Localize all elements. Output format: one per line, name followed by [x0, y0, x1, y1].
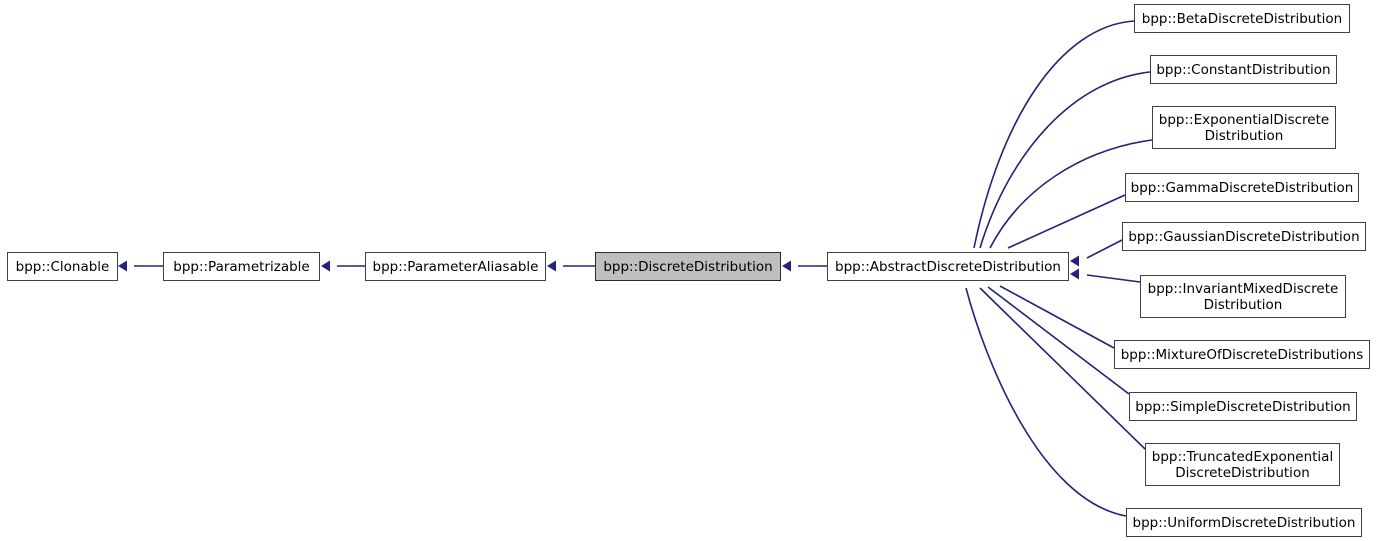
arrowhead-icon	[547, 260, 556, 272]
class-node-truncated[interactable]: bpp::TruncatedExponential DiscreteDistri…	[1145, 443, 1340, 486]
class-node-label: bpp::ExponentialDiscrete Distribution	[1158, 111, 1330, 144]
edge-simple-to-abstractdd	[987, 286, 1130, 395]
edge-gamma-to-abstractdd	[1007, 194, 1126, 249]
class-node-constant[interactable]: bpp::ConstantDistribution	[1150, 55, 1337, 84]
class-node-label: bpp::MixtureOfDiscreteDistributions	[1120, 346, 1364, 363]
class-node-uniform[interactable]: bpp::UniformDiscreteDistribution	[1126, 508, 1362, 537]
class-node-exponential[interactable]: bpp::ExponentialDiscrete Distribution	[1152, 106, 1336, 149]
class-node-label: bpp::SimpleDiscreteDistribution	[1135, 398, 1351, 415]
class-node-discretedist[interactable]: bpp::DiscreteDistribution	[595, 252, 781, 281]
class-node-beta[interactable]: bpp::BetaDiscreteDistribution	[1134, 4, 1350, 33]
edge-mixture-to-abstractdd	[999, 285, 1115, 349]
arrowhead-icon	[1070, 255, 1079, 267]
class-node-label: bpp::ConstantDistribution	[1156, 61, 1331, 78]
class-node-label: bpp::TruncatedExponential DiscreteDistri…	[1151, 448, 1334, 481]
class-node-label: bpp::DiscreteDistribution	[603, 258, 773, 275]
class-node-label: bpp::BetaDiscreteDistribution	[1141, 10, 1343, 27]
edge-gaussian-to-abstractdd	[1086, 239, 1123, 259]
class-node-clonable[interactable]: bpp::Clonable	[7, 252, 118, 281]
arrowhead-icon	[782, 260, 791, 272]
class-node-label: bpp::GammaDiscreteDistribution	[1130, 179, 1354, 196]
class-node-abstractdd[interactable]: bpp::AbstractDiscreteDistribution	[827, 252, 1069, 281]
class-node-gamma[interactable]: bpp::GammaDiscreteDistribution	[1125, 173, 1359, 202]
edge-beta-to-abstractdd	[973, 20, 1135, 249]
edge-uniform-to-abstractdd	[965, 287, 1127, 517]
class-node-mixture[interactable]: bpp::MixtureOfDiscreteDistributions	[1114, 340, 1370, 369]
class-node-label: bpp::Parametrizable	[173, 258, 310, 275]
class-node-simple[interactable]: bpp::SimpleDiscreteDistribution	[1129, 392, 1357, 421]
arrowhead-icon	[118, 260, 127, 272]
class-node-label: bpp::UniformDiscreteDistribution	[1132, 514, 1356, 531]
class-node-label: bpp::Clonable	[15, 258, 110, 275]
arrowhead-icon	[321, 260, 330, 272]
class-node-invariantmixed[interactable]: bpp::InvariantMixedDiscrete Distribution	[1140, 275, 1346, 318]
class-node-label: bpp::InvariantMixedDiscrete Distribution	[1147, 280, 1339, 313]
class-node-label: bpp::ParameterAliasable	[372, 258, 539, 275]
class-node-parametrizable[interactable]: bpp::Parametrizable	[163, 252, 320, 281]
edge-invariantmixed-to-abstractdd	[1086, 274, 1141, 283]
class-node-label: bpp::AbstractDiscreteDistribution	[835, 258, 1061, 275]
class-node-label: bpp::GaussianDiscreteDistribution	[1128, 228, 1360, 245]
class-node-gaussian[interactable]: bpp::GaussianDiscreteDistribution	[1122, 222, 1366, 251]
arrowhead-icon	[1070, 268, 1079, 280]
class-node-paramaliasable[interactable]: bpp::ParameterAliasable	[365, 252, 546, 281]
